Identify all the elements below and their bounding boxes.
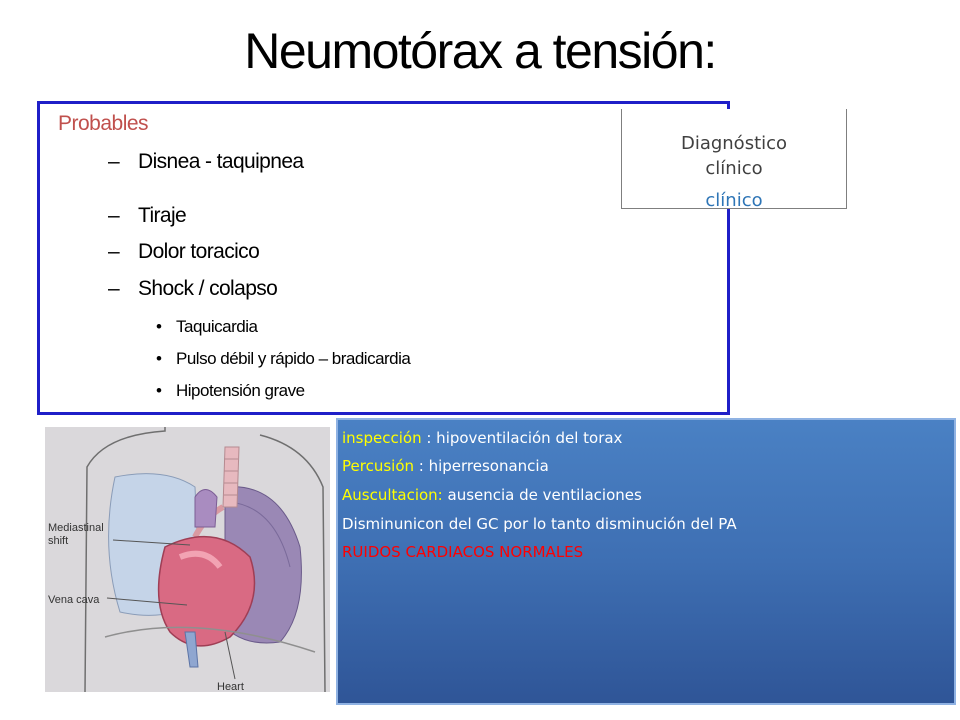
finding-text: ausencia de ventilaciones: [442, 486, 642, 504]
symptom-item: –Shock / colapso: [108, 277, 278, 301]
dash-marker: –: [108, 204, 120, 227]
dash-marker: –: [108, 240, 120, 263]
symptoms-box: Probables –Disnea - taquipnea –Tiraje –D…: [37, 101, 730, 415]
vena-cava-label: Vena cava: [48, 594, 100, 606]
diagnosis-ghost-label: clínico: [705, 190, 763, 209]
bullet-marker: •: [156, 349, 162, 368]
symptom-text: Disnea - taquipnea: [138, 150, 304, 173]
bullet-marker: •: [156, 317, 162, 336]
sub-symptom-text: Taquicardia: [176, 317, 258, 336]
slide-title: Neumotórax a tensión:: [244, 23, 717, 79]
diagnosis-title-line: clínico: [705, 158, 763, 179]
finding-text: : hipoventilación del torax: [421, 429, 623, 447]
finding-text: : hiperresonancia: [414, 457, 549, 475]
diagnosis-title: Diagnóstico clínico: [622, 131, 846, 181]
mediastinal-label: Mediastinal shift: [48, 522, 107, 547]
symptom-text: Tiraje: [138, 204, 187, 227]
symptom-item: –Tiraje: [108, 204, 187, 228]
symptom-text: Dolor toracico: [138, 240, 260, 263]
finding-text: Disminunicon del GC por lo tanto disminu…: [342, 515, 737, 533]
finding-label: inspección: [342, 429, 422, 447]
sub-symptom-item: • Taquicardia: [156, 317, 258, 337]
sub-symptom-item: • Hipotensión grave: [156, 381, 305, 401]
findings-box: inspección : hipoventilación del torax P…: [336, 418, 956, 705]
finding-line: Disminunicon del GC por lo tanto disminu…: [342, 515, 737, 533]
sub-symptom-text: Hipotensión grave: [176, 381, 305, 400]
finding-line: Auscultacion: ausencia de ventilaciones: [342, 486, 642, 504]
symptom-item: –Disnea - taquipnea: [108, 150, 304, 174]
heart-label: Heart: [217, 681, 244, 692]
symptom-item: –Dolor toracico: [108, 240, 260, 264]
sub-symptom-item: • Pulso débil y rápido – bradicardia: [156, 349, 411, 369]
finding-label: Auscultacion:: [342, 486, 443, 504]
thorax-illustration: Mediastinal shift Vena cava Heart: [45, 427, 330, 693]
sub-symptom-text: Pulso débil y rápido – bradicardia: [176, 349, 411, 368]
finding-line: inspección : hipoventilación del torax: [342, 429, 622, 447]
finding-alert-text: RUIDOS CARDIACOS NORMALES: [342, 543, 584, 561]
dash-marker: –: [108, 150, 120, 173]
finding-line-alert: RUIDOS CARDIACOS NORMALES: [342, 543, 583, 561]
dash-marker: –: [108, 277, 120, 300]
symptoms-heading: Probables: [58, 112, 149, 135]
diagnosis-ghost-text: clínico: [622, 186, 846, 209]
finding-line: Percusión : hiperresonancia: [342, 457, 549, 475]
thorax-drawing: Mediastinal shift Vena cava Heart: [45, 427, 330, 693]
diagnosis-box: Diagnóstico clínico clínico: [621, 109, 847, 209]
finding-label: Percusión: [342, 457, 414, 475]
bullet-marker: •: [156, 381, 162, 400]
symptom-text: Shock / colapso: [138, 277, 278, 300]
diagnosis-title-line: Diagnóstico: [680, 133, 788, 154]
